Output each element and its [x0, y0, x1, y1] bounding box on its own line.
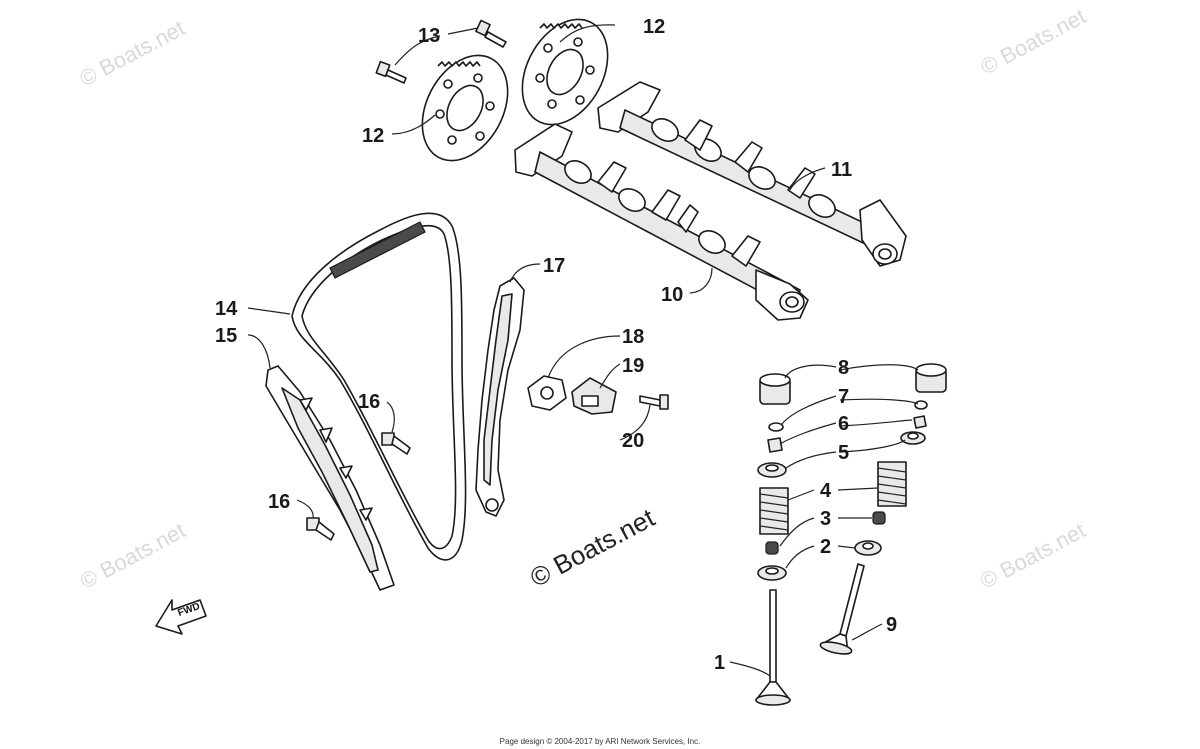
forward-direction-arrow: FWD	[155, 599, 207, 635]
callout-13[interactable]: 13	[418, 25, 440, 47]
spring-seat-left[interactable]	[757, 565, 787, 581]
watermark-top-right: © Boats.net	[976, 3, 1090, 79]
valve-spring-left[interactable]	[759, 487, 789, 535]
callout-7[interactable]: 7	[838, 386, 849, 408]
intake-valve[interactable]	[755, 589, 791, 706]
callout-17[interactable]: 17	[543, 255, 565, 277]
callout-10[interactable]: 10	[661, 284, 683, 306]
callout-4[interactable]: 4	[820, 480, 832, 502]
callout-20[interactable]: 20	[622, 430, 644, 452]
callout-8[interactable]: 8	[838, 357, 849, 379]
sprocket-bolt-lower[interactable]	[375, 60, 407, 84]
callout-2[interactable]: 2	[820, 536, 831, 558]
tensioner-bolt[interactable]	[639, 394, 669, 410]
exhaust-camshaft[interactable]	[597, 81, 907, 267]
valve-tappet-left[interactable]	[759, 373, 791, 405]
watermark-center: © Boats.net	[525, 502, 660, 593]
callout-16-upper[interactable]: 16	[358, 391, 380, 413]
callouts: 13 12 12 11 10 17 14 15 16 16 18 19 20 8…	[215, 16, 897, 674]
valve-spring-right[interactable]	[877, 461, 907, 507]
callout-3[interactable]: 3	[820, 508, 831, 530]
leader-lines	[247, 24, 919, 677]
callout-14[interactable]: 14	[215, 298, 238, 320]
exhaust-valve[interactable]	[819, 563, 865, 656]
cam-sprocket-lower[interactable]	[405, 41, 525, 176]
watermark-top-left: © Boats.net	[75, 15, 189, 91]
spring-retainer-right[interactable]	[900, 431, 926, 445]
guide-bolt-lower[interactable]	[306, 517, 335, 541]
callout-15[interactable]: 15	[215, 325, 237, 347]
callout-18[interactable]: 18	[622, 326, 644, 348]
timing-chain[interactable]	[291, 212, 467, 561]
chain-tensioner-guide[interactable]	[265, 365, 395, 591]
valve-cotter-left[interactable]	[767, 437, 783, 453]
valve-cotter-right[interactable]	[913, 415, 927, 429]
cam-sprocket-upper[interactable]	[505, 5, 625, 140]
spring-retainer-left[interactable]	[757, 462, 787, 478]
callout-9[interactable]: 9	[886, 614, 897, 636]
valve-stem-seal-left[interactable]	[765, 541, 779, 555]
copyright-footer: Page design © 2004-2017 by ARI Network S…	[499, 737, 701, 746]
callout-11[interactable]: 11	[831, 159, 852, 181]
valve-tappet-right[interactable]	[915, 363, 947, 393]
valve-shim-left[interactable]	[768, 422, 784, 432]
callout-19[interactable]: 19	[622, 355, 644, 377]
callout-12-lower[interactable]: 12	[362, 125, 384, 147]
callout-6[interactable]: 6	[838, 413, 849, 435]
callout-12-upper[interactable]: 12	[643, 16, 665, 38]
chain-guide[interactable]	[475, 277, 525, 517]
guide-bolt-upper[interactable]	[381, 432, 411, 455]
callout-16-lower[interactable]: 16	[268, 491, 290, 513]
cam-chain-tensioner[interactable]	[571, 377, 617, 415]
valve-shim-right[interactable]	[914, 400, 928, 410]
spring-seat-right[interactable]	[854, 540, 882, 556]
watermark-bottom-left: © Boats.net	[76, 518, 190, 594]
callout-1[interactable]: 1	[714, 652, 725, 674]
tensioner-gasket[interactable]	[527, 375, 567, 411]
valve-stem-seal-right[interactable]	[872, 511, 886, 525]
sprocket-bolt-upper[interactable]	[475, 19, 507, 48]
watermark-bottom-right: © Boats.net	[976, 518, 1090, 594]
callout-5[interactable]: 5	[838, 442, 849, 464]
intake-camshaft[interactable]	[514, 123, 809, 321]
